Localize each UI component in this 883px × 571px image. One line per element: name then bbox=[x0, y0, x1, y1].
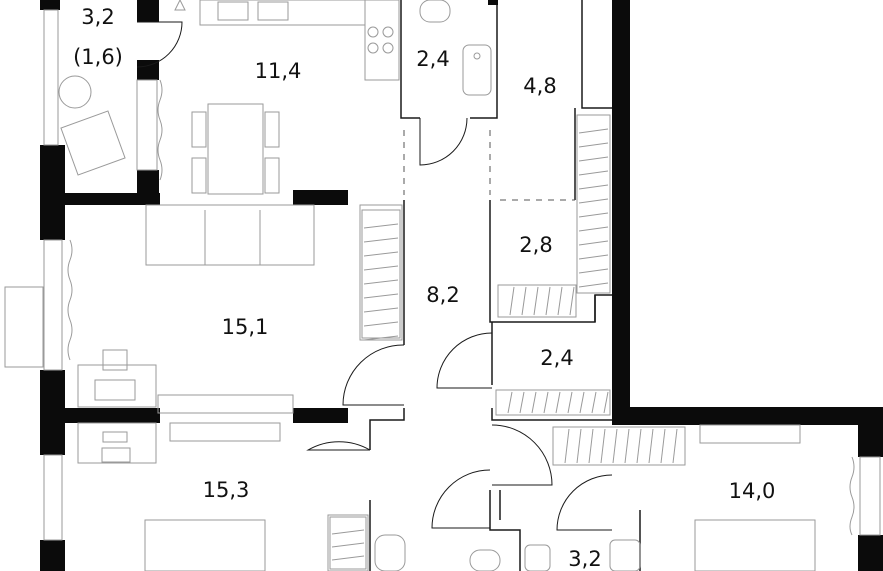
area-labels: 3,2 (1,6) 11,4 2,4 4,8 2,8 15,1 8,2 2,4 … bbox=[73, 5, 775, 571]
area-label-bedroom-left: 15,3 bbox=[203, 478, 250, 502]
area-label-wardrobe: 2,8 bbox=[519, 233, 552, 257]
wardrobe-hatching bbox=[329, 114, 686, 570]
windows bbox=[4, 9, 881, 541]
area-label-storage: 4,8 bbox=[523, 74, 556, 98]
area-label-loggia: 3,2 bbox=[81, 5, 114, 29]
area-label-hallway: 8,2 bbox=[426, 283, 459, 307]
doors bbox=[136, 21, 613, 531]
area-label-bathroom-bottom: 3,2 bbox=[568, 547, 601, 571]
area-label-closet: 2,4 bbox=[540, 346, 573, 370]
furniture bbox=[58, 0, 816, 571]
partitions bbox=[369, 0, 641, 571]
area-label-living-room: 15,1 bbox=[222, 315, 269, 339]
area-label-kitchen: 11,4 bbox=[255, 59, 302, 83]
area-label-loggia-sub: (1,6) bbox=[73, 45, 123, 69]
area-label-bathroom-top: 2,4 bbox=[416, 47, 449, 71]
walls bbox=[40, 0, 883, 571]
area-label-bedroom-right: 14,0 bbox=[729, 479, 776, 503]
